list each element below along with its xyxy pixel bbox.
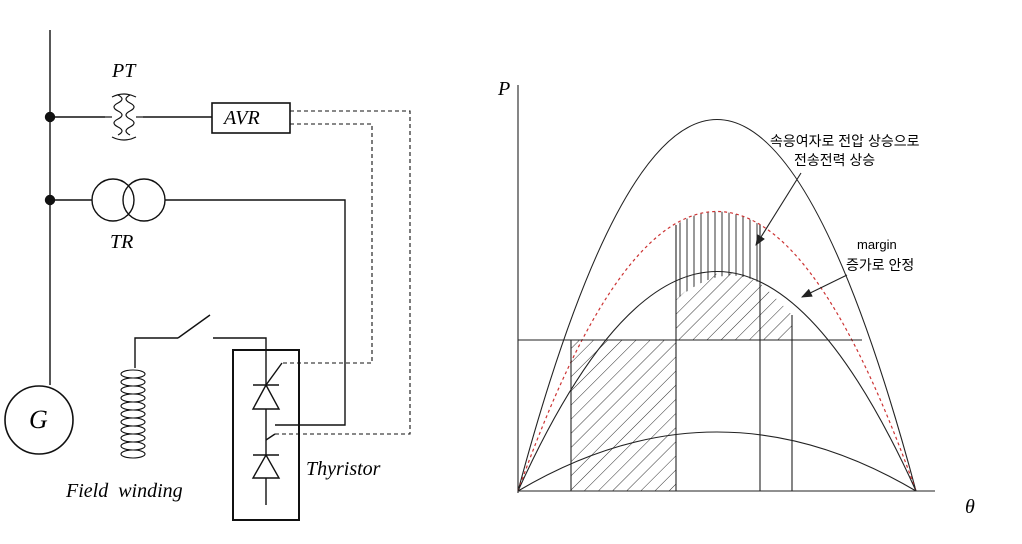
thyristor-symbol-lower [251,433,281,505]
power-curve-fault [517,431,917,492]
y-axis-label: P [497,78,510,100]
potential-transformer-symbol [105,93,143,141]
tr-label: TR [110,231,133,253]
annotation-fast-excitation-line2: 전송전력 상승 [794,152,875,168]
transformer-coil-left [91,178,135,222]
avr-label: AVR [222,107,260,129]
acceleration-area-hatched-upper [676,272,792,340]
excitation-circuit-diagram [4,30,411,521]
annotation-margin-line2: 증가로 안정 [846,257,914,273]
generator-symbol [4,385,74,455]
power-curve-prefault [517,270,917,492]
thyristor-box [232,349,300,521]
avr-box [211,102,291,134]
x-axis-label: θ [965,496,975,518]
generator-label: G [29,405,48,434]
annotation-fast-excitation-line1: 속응여자로 전압 상승으로 [770,133,920,149]
field-switch-blade [177,314,211,339]
annotation-arrow-margin [801,274,848,298]
power-curve-highest [517,119,917,492]
field-lead-right [213,337,267,365]
transformer-coil-right [122,178,166,222]
annotation-arrow-boost [755,172,802,246]
thyristor-symbol-upper [251,362,283,455]
deceleration-area-hatched-lower [571,340,676,491]
field-lead-left [134,337,178,368]
avr-control-dashed-lines [275,110,411,435]
extra-margin-area-vertical-lines [676,211,760,300]
field-winding-label: Field winding [65,480,183,502]
pt-label: PT [111,60,137,82]
field-winding-coil [120,369,146,459]
annotation-margin-line1: margin [857,237,897,252]
tr-output-line [165,199,346,426]
power-angle-chart: P θ 속응여자로 전압 상승으로 전송전력 상승 margin 증가로 안정 [497,78,975,518]
thyristor-label: Thyristor [306,458,381,480]
